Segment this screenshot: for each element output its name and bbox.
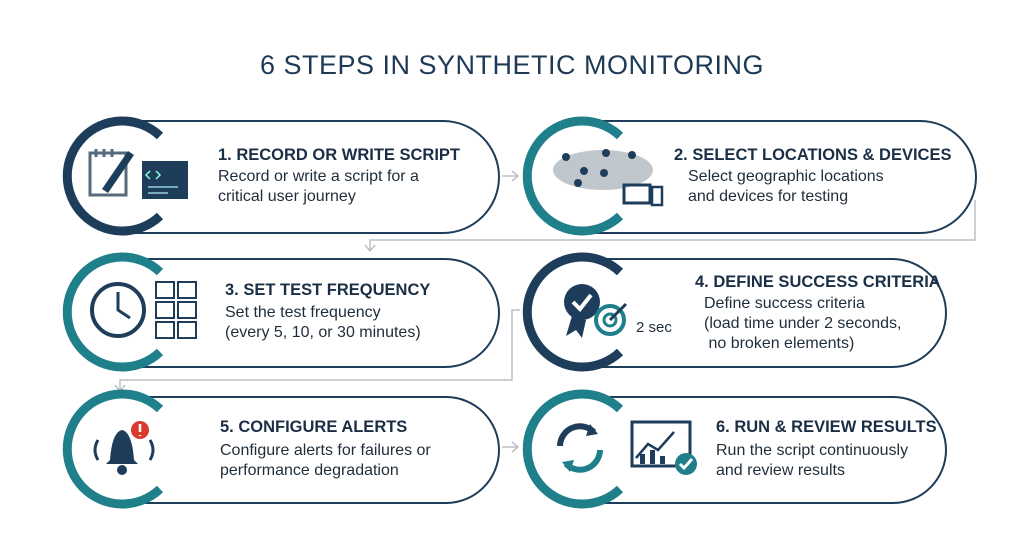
description-line: performance degradation bbox=[220, 462, 399, 479]
step-4-heading: 4. DEFINE SUCCESS CRITERIA bbox=[695, 273, 941, 291]
description-line: Define success criteria bbox=[704, 295, 865, 312]
step-4-pill bbox=[580, 258, 947, 368]
arrowhead bbox=[364, 244, 376, 253]
step-3-description: Set the test frequency (every 5, 10, or 3… bbox=[225, 303, 475, 343]
script-editor-icon bbox=[88, 149, 188, 199]
step-6-description: Run the script continuously and review re… bbox=[716, 441, 936, 481]
refresh-chart-icon bbox=[557, 420, 697, 475]
arrowhead bbox=[511, 170, 520, 182]
connector-2-3 bbox=[369, 200, 976, 250]
description-line: and review results bbox=[716, 462, 845, 479]
step-6-heading: 6. RUN & REVIEW RESULTS bbox=[716, 418, 937, 436]
step-4-icon-label: 2 sec bbox=[636, 319, 672, 336]
arrowhead bbox=[511, 441, 520, 453]
step-4-description: Define success criteria (load time under … bbox=[704, 294, 939, 354]
step-3-heading: 3. SET TEST FREQUENCY bbox=[225, 281, 431, 299]
step-3-pill bbox=[120, 258, 500, 368]
description-line: Run the script continuously bbox=[716, 442, 909, 459]
clock-calendar-icon bbox=[90, 281, 197, 339]
step-5-heading: 5. CONFIGURE ALERTS bbox=[220, 418, 408, 436]
description-line: and devices for testing bbox=[688, 188, 849, 205]
world-map-devices-icon bbox=[553, 149, 664, 207]
page-title: 6 STEPS IN SYNTHETIC MONITORING bbox=[259, 50, 765, 80]
description-line: (every 5, 10, or 30 minutes) bbox=[225, 324, 421, 341]
alert-bell-icon bbox=[93, 421, 155, 475]
description-line: Record or write a script for a bbox=[218, 168, 419, 185]
description-line: Configure alerts for failures or bbox=[220, 442, 431, 459]
step-5-pill bbox=[120, 396, 500, 504]
step-1-heading: 1. RECORD OR WRITE SCRIPT bbox=[218, 146, 461, 164]
step-1-description: Record or write a script for a critical u… bbox=[218, 167, 473, 207]
description-line: Set the test frequency bbox=[225, 304, 381, 321]
description-line: Select geographic locations bbox=[688, 168, 884, 185]
connector-4-5 bbox=[119, 309, 520, 390]
description-line: no broken elements) bbox=[704, 335, 855, 352]
step-6-ring bbox=[522, 389, 634, 509]
step-5-description: Configure alerts for failures or performa… bbox=[220, 441, 480, 481]
step-2-description: Select geographic locations and devices f… bbox=[688, 167, 938, 207]
step-2-heading: 2. SELECT LOCATIONS & DEVICES bbox=[674, 146, 952, 164]
description-line: (load time under 2 seconds, bbox=[704, 315, 902, 332]
description-line: critical user journey bbox=[218, 188, 356, 205]
badge-target-icon bbox=[564, 284, 628, 338]
